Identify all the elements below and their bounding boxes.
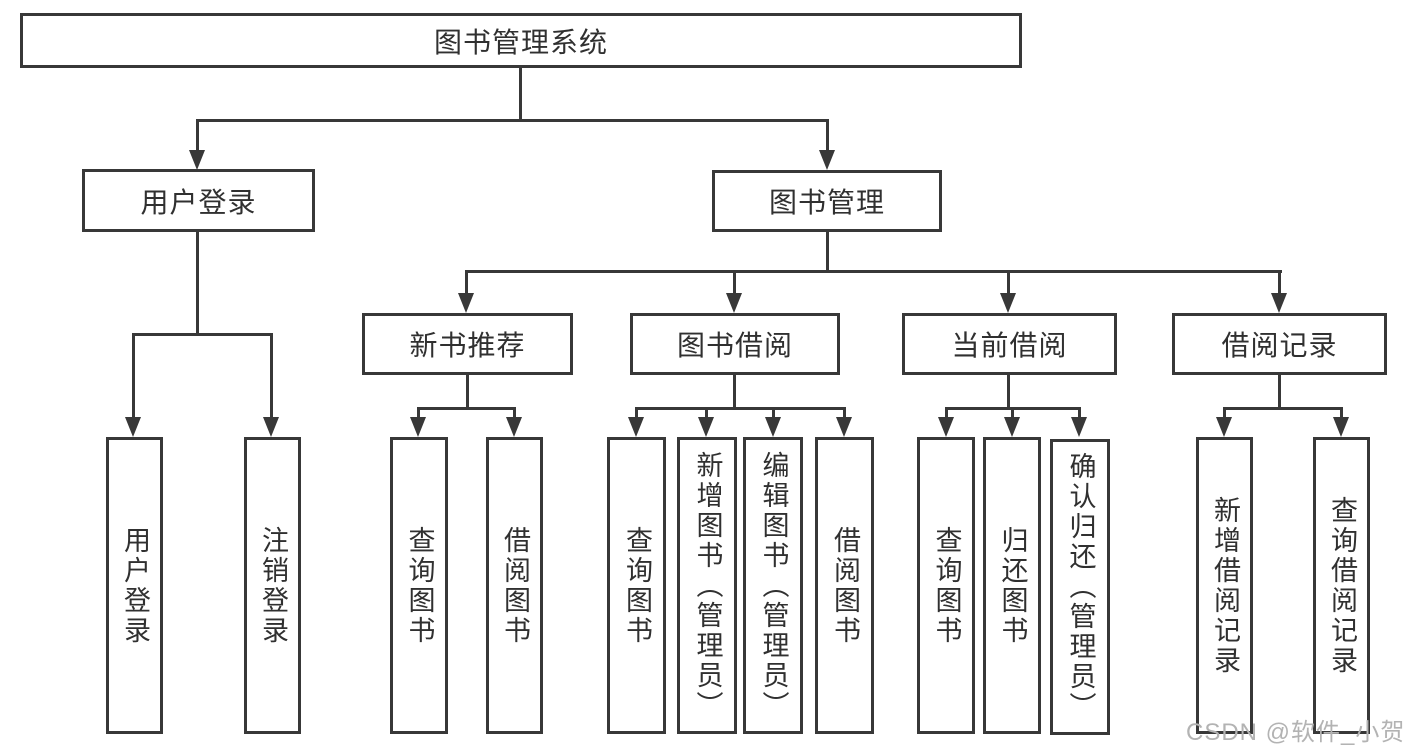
- node-new-book-rec-label: 新书推荐: [409, 330, 526, 361]
- node-new-book-rec: 新书推荐: [362, 313, 573, 375]
- node-borrow-record: 借阅记录: [1172, 313, 1387, 375]
- leaf-bb-query: 查询图书: [607, 437, 666, 734]
- node-book-mgmt-label: 图书管理: [768, 187, 885, 218]
- arrowhead-leaf-rec-borrow: [506, 417, 522, 437]
- leaf-cb-confirm-label: 确认归还（管理员）: [1065, 452, 1096, 722]
- connector-leaf-logout-stem: [270, 333, 273, 418]
- leaf-rec-borrow-label: 借阅图书: [500, 525, 530, 646]
- arrowhead-user-login: [189, 150, 205, 170]
- node-current-borrow: 当前借阅: [902, 313, 1117, 375]
- leaf-bb-add: 新增图书（管理员）: [677, 437, 737, 734]
- connector-level2-hline: [196, 119, 829, 122]
- connector-leaf-user-login-stem: [132, 333, 135, 418]
- connector-borrow-record-stem: [1278, 270, 1281, 295]
- arrowhead-leaf-cb-confirm: [1071, 417, 1087, 437]
- node-borrow-record-label: 借阅记录: [1221, 330, 1338, 361]
- connector-book-mgmt-down: [826, 232, 829, 273]
- leaf-rec-borrow: 借阅图书: [486, 437, 543, 734]
- leaf-cb-confirm: 确认归还（管理员）: [1050, 439, 1110, 735]
- node-current-borrow-label: 当前借阅: [951, 330, 1068, 361]
- connector-leaf-br-add-stem: [1223, 407, 1226, 420]
- connector-current-borrow-down: [1007, 375, 1010, 409]
- connector-book-borrow-down: [733, 375, 736, 409]
- arrowhead-leaf-bb-borrow: [836, 417, 852, 437]
- connector-current-borrow-stem: [1007, 270, 1010, 295]
- leaf-bb-query-label: 查询图书: [622, 525, 652, 646]
- arrowhead-leaf-cb-return: [1004, 417, 1020, 437]
- connector-user-login-down: [196, 232, 199, 336]
- connector-new-book-rec-stem: [465, 270, 468, 295]
- connector-new-book-rec-down: [466, 375, 469, 409]
- leaf-bb-edit: 编辑图书（管理员）: [743, 437, 803, 734]
- arrowhead-leaf-logout: [263, 417, 279, 437]
- leaf-br-add: 新增借阅记录: [1196, 437, 1253, 734]
- arrowhead-borrow-record: [1271, 293, 1287, 313]
- connector-leaf-cb-confirm-stem: [1078, 407, 1081, 420]
- node-user-login: 用户登录: [82, 169, 315, 232]
- connector-root-stem: [519, 68, 522, 120]
- leaf-bb-borrow: 借阅图书: [815, 437, 874, 734]
- arrowhead-leaf-br-query: [1333, 417, 1349, 437]
- connector-book-mgmt-stem: [826, 119, 829, 152]
- leaf-rec-query-label: 查询图书: [404, 525, 435, 646]
- arrowhead-book-mgmt: [819, 150, 835, 170]
- connector-borrow-record-hline: [1223, 407, 1342, 410]
- arrowhead-leaf-rec-query: [410, 417, 426, 437]
- leaf-cb-query: 查询图书: [917, 437, 975, 734]
- csdn-watermark: CSDN @软件_小贺同学: [1186, 719, 1405, 746]
- arrowhead-leaf-cb-query: [938, 417, 954, 437]
- leaf-cb-query-label: 查询图书: [931, 525, 962, 646]
- arrowhead-current-borrow: [1000, 293, 1016, 313]
- connector-leaf-cb-return-stem: [1011, 407, 1014, 420]
- arrowhead-leaf-user-login: [125, 417, 141, 437]
- leaf-user-login: 用户登录: [106, 437, 163, 734]
- connector-user-login-hline: [132, 333, 273, 336]
- leaf-br-query: 查询借阅记录: [1313, 437, 1370, 734]
- connector-leaf-bb-borrow-stem: [843, 407, 846, 420]
- leaf-bb-add-label: 新增图书（管理员）: [692, 450, 723, 721]
- leaf-rec-query: 查询图书: [390, 437, 448, 734]
- leaf-bb-borrow-label: 借阅图书: [830, 525, 860, 646]
- leaf-cb-return: 归还图书: [983, 437, 1041, 734]
- connector-leaf-rec-query-stem: [417, 407, 420, 420]
- leaf-user-login-label: 用户登录: [120, 525, 150, 646]
- connector-leaf-br-query-stem: [1340, 407, 1343, 420]
- leaf-br-query-label: 查询借阅记录: [1327, 495, 1357, 676]
- arrowhead-leaf-bb-edit: [765, 417, 781, 437]
- leaf-cb-return-label: 归还图书: [997, 525, 1028, 646]
- arrowhead-new-book-rec: [458, 293, 474, 313]
- connector-new-book-rec-hline: [417, 407, 516, 410]
- arrowhead-book-borrow: [726, 293, 742, 313]
- connector-level3-hline: [466, 270, 1282, 273]
- node-book-borrow: 图书借阅: [630, 313, 840, 375]
- leaf-br-add-label: 新增借阅记录: [1210, 495, 1240, 676]
- connector-leaf-bb-query-stem: [635, 407, 638, 420]
- connector-leaf-rec-borrow-stem: [513, 407, 516, 420]
- connector-user-login-stem: [196, 119, 199, 152]
- connector-leaf-cb-query-stem: [945, 407, 948, 420]
- node-user-login-label: 用户登录: [140, 186, 257, 218]
- connector-book-borrow-stem: [733, 270, 736, 295]
- node-root-label: 图书管理系统: [433, 26, 608, 58]
- leaf-bb-edit-label: 编辑图书（管理员）: [758, 450, 789, 721]
- connector-leaf-bb-add-stem: [705, 407, 708, 420]
- connector-book-borrow-hline: [635, 407, 845, 410]
- connector-borrow-record-down: [1278, 375, 1281, 409]
- node-book-borrow-label: 图书借阅: [676, 330, 793, 361]
- node-book-mgmt: 图书管理: [712, 170, 942, 232]
- arrowhead-leaf-br-add: [1216, 417, 1232, 437]
- arrowhead-leaf-bb-query: [628, 417, 644, 437]
- connector-leaf-bb-edit-stem: [772, 407, 775, 420]
- leaf-logout: 注销登录: [244, 437, 301, 734]
- leaf-logout-label: 注销登录: [258, 525, 288, 646]
- node-root: 图书管理系统: [20, 13, 1022, 68]
- arrowhead-leaf-bb-add: [698, 417, 714, 437]
